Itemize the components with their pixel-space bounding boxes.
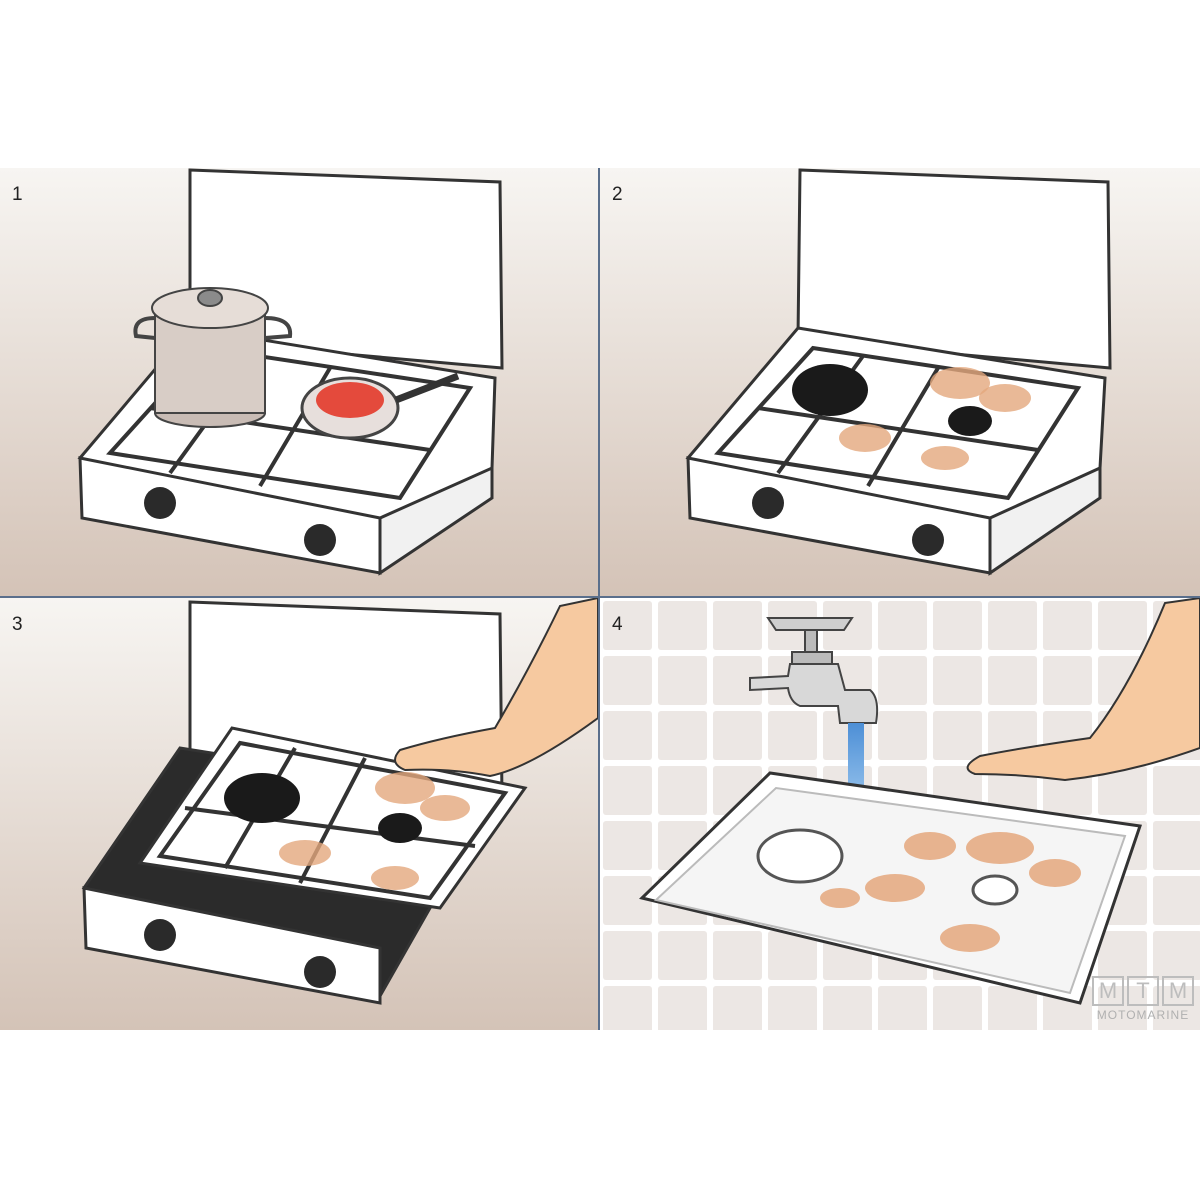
burner-cap-large — [224, 773, 300, 823]
step-number: 4 — [612, 614, 623, 635]
grease-stain — [1029, 859, 1081, 887]
step-1-panel: 1 — [0, 168, 598, 596]
step-2-illustration — [600, 168, 1200, 596]
burner-hole-large — [756, 828, 844, 884]
stove-grate — [156, 740, 509, 901]
grease-stain — [839, 424, 891, 452]
instruction-grid: 1 2 — [0, 168, 1200, 1030]
step-4-panel: 4 M T M MOTOMARINE — [600, 598, 1200, 1030]
grease-stain — [279, 840, 331, 866]
cooking-pot — [133, 287, 293, 428]
step-4-illustration — [600, 598, 1200, 1030]
panel-divider-vertical — [598, 168, 600, 1030]
logo-letter: T — [1127, 976, 1159, 1006]
burner-hole-small — [971, 874, 1019, 906]
grease-stain — [921, 446, 969, 470]
stove-knob-right — [912, 524, 944, 556]
stove-knob-left — [144, 487, 176, 519]
grease-stain — [375, 772, 435, 804]
logo-letter: M — [1092, 976, 1124, 1006]
step-3-panel: 3 — [0, 598, 598, 1030]
stove-knob-right — [304, 524, 336, 556]
faucet — [749, 617, 879, 724]
step-number: 1 — [12, 184, 23, 205]
step-number: 2 — [612, 184, 623, 205]
step-3-illustration — [0, 598, 598, 1030]
step-number: 3 — [12, 614, 23, 635]
stove-lid — [796, 168, 1112, 370]
step-1-illustration — [0, 168, 598, 596]
burner-cap-large — [792, 364, 868, 416]
grease-stain — [420, 795, 470, 821]
grease-stain — [930, 367, 990, 399]
burner-cap-small — [948, 406, 992, 436]
grease-stain — [979, 384, 1031, 412]
grease-stain — [966, 832, 1034, 864]
stove-knob-left — [144, 919, 176, 951]
motomarine-logo: M T M MOTOMARINE — [1092, 976, 1194, 1022]
step-2-panel: 2 — [600, 168, 1200, 596]
grease-stain — [820, 888, 860, 908]
grease-stain — [371, 866, 419, 890]
logo-letter: M — [1162, 976, 1194, 1006]
panel-divider-horizontal — [0, 596, 1200, 598]
stove-knob-left — [752, 487, 784, 519]
grease-stain — [940, 924, 1000, 952]
stove-knob-right — [304, 956, 336, 988]
grease-stain — [904, 832, 956, 860]
hand — [966, 598, 1200, 782]
burner-cap-small — [378, 813, 422, 843]
grease-stain — [865, 874, 925, 902]
logo-text: MOTOMARINE — [1096, 1008, 1190, 1022]
frying-pan — [300, 372, 460, 440]
hand — [394, 598, 598, 778]
